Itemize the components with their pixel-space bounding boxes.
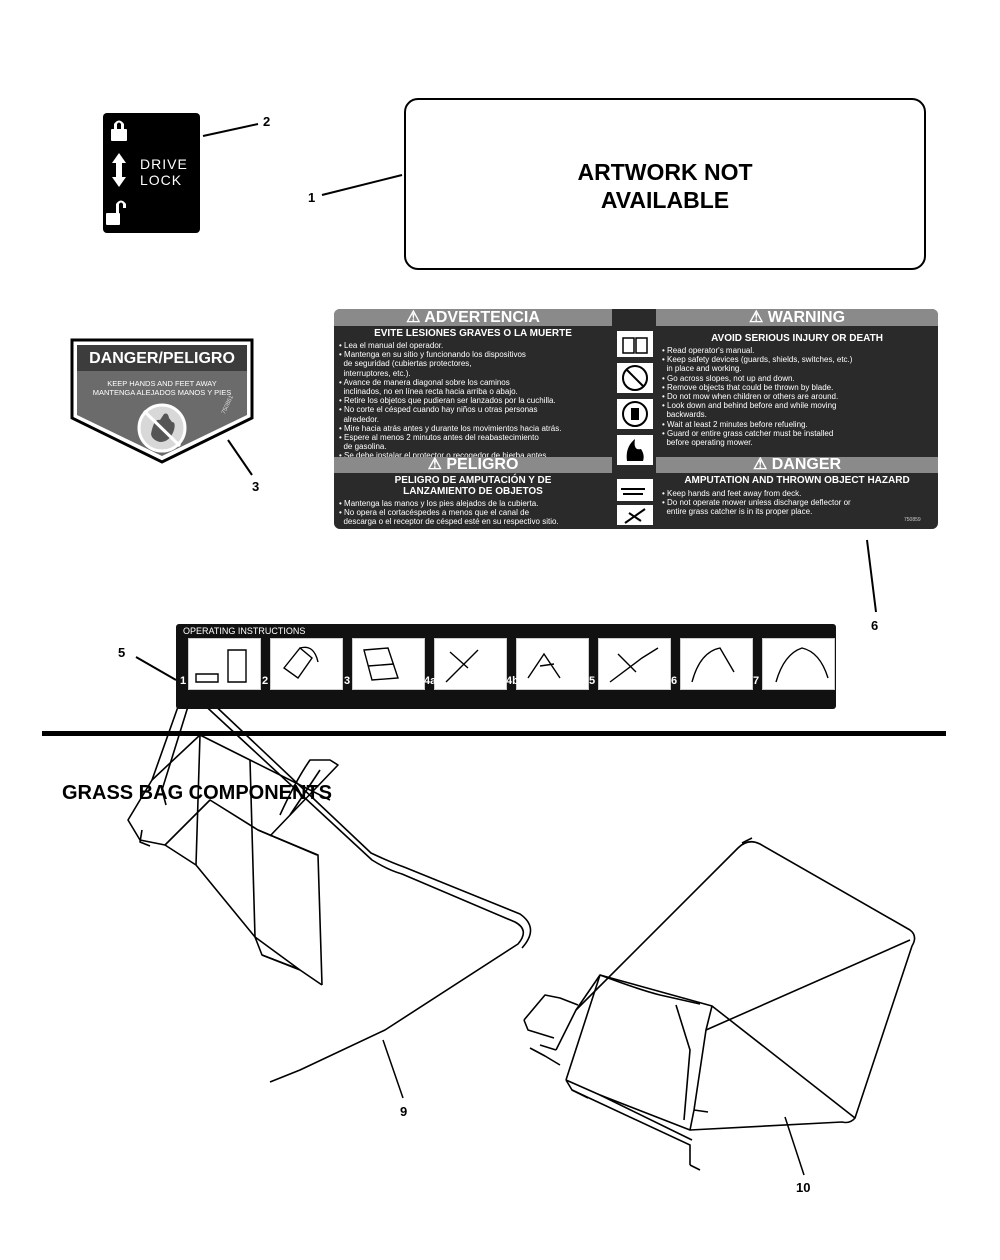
up-down-arrow-icon [112, 153, 126, 187]
section-title: GRASS BAG COMPONENTS [62, 782, 333, 804]
lock-closed-icon [111, 120, 127, 141]
danger-header: ⚠ DANGER [656, 457, 938, 473]
danger-peligro-decal [70, 338, 254, 464]
grass-bag-frame-drawing [127, 680, 532, 1083]
warning-pictograms [617, 331, 653, 525]
callout-6: 6 [871, 618, 879, 633]
danger-decal-text: KEEP HANDS AND FEET AWAY MANTENGA ALEJAD… [77, 379, 247, 397]
danger-decal-title: DANGER/PELIGRO [89, 350, 235, 367]
warning-subheader: AVOID SERIOUS INJURY OR DEATH [711, 333, 883, 344]
operating-step-pictograms [195, 646, 829, 683]
callout-2: 2 [263, 114, 271, 129]
leader-line-5 [135, 656, 177, 681]
grass-bag-drawing [523, 837, 916, 1171]
op-step-number-6: 6 [671, 675, 678, 687]
callout-10: 10 [796, 1180, 811, 1195]
leader-line-2 [202, 123, 259, 137]
op-step-number-3: 3 [344, 675, 351, 687]
op-step-number-7: 7 [753, 675, 760, 687]
warning-decal: ⚠ ADVERTENCIA ⚠ WARNING EVITE LESIONES G… [334, 309, 938, 529]
leader-line-6 [866, 539, 877, 613]
advertencia-bullets: • Lea el manual del operador. • Mantenga… [339, 341, 562, 470]
artwork-placeholder-text: ARTWORK NOT AVAILABLE [404, 158, 926, 214]
artwork-line2: AVAILABLE [600, 187, 730, 213]
leader-line-9 [382, 1039, 404, 1099]
lock-open-icon [106, 200, 126, 225]
callout-9: 9 [400, 1104, 408, 1119]
drive-label-line2: LOCK [140, 172, 183, 188]
operating-instructions-title: OPERATING INSTRUCTIONS [183, 626, 306, 636]
warning-bullets: • Read operator's manual. • Keep safety … [662, 346, 853, 448]
leader-line-1 [321, 174, 403, 196]
peligro-bullets: • Mantenga las manos y los pies alejados… [339, 499, 559, 527]
danger-bullets: • Keep hands and feet away from deck. • … [662, 489, 851, 517]
peligro-subheader: PELIGRO DE AMPUTACIÓN Y DE LANZAMIENTO D… [394, 475, 552, 497]
artwork-line1: ARTWORK NOT [577, 159, 753, 185]
peligro-header: ⚠ PELIGRO [334, 457, 612, 473]
danger-subheader: AMPUTATION AND THROWN OBJECT HAZARD [684, 475, 910, 486]
op-step-number-5: 5 [589, 675, 596, 687]
warning-decal-code: 750859 [904, 517, 921, 523]
danger-decal-line2: MANTENGA ALEJADOS MANOS Y PIES [92, 388, 232, 397]
callout-1: 1 [308, 190, 316, 205]
drive-lock-icons [106, 120, 127, 225]
op-step-panel-2 [270, 638, 343, 690]
advertencia-subheader: EVITE LESIONES GRAVES O LA MUERTE [374, 328, 572, 339]
danger-decal-line1: KEEP HANDS AND FEET AWAY [107, 379, 217, 388]
callout-3: 3 [252, 479, 260, 494]
drive-lock-label: DRIVE LOCK [140, 156, 188, 188]
op-step-number-1: 1 [180, 675, 187, 687]
leader-line-3 [227, 439, 253, 476]
callout-5: 5 [118, 645, 126, 660]
op-step-number-4a: 4a [424, 675, 437, 687]
artwork-placeholder-box [404, 98, 926, 270]
leader-line-10 [784, 1116, 805, 1176]
section-divider [42, 731, 946, 736]
drive-label-line1: DRIVE [140, 156, 188, 172]
op-step-number-4b: 4b [506, 675, 519, 687]
op-step-number-2: 2 [262, 675, 269, 687]
warning-header: ⚠ WARNING [656, 309, 938, 326]
advertencia-header: ⚠ ADVERTENCIA [334, 309, 612, 326]
